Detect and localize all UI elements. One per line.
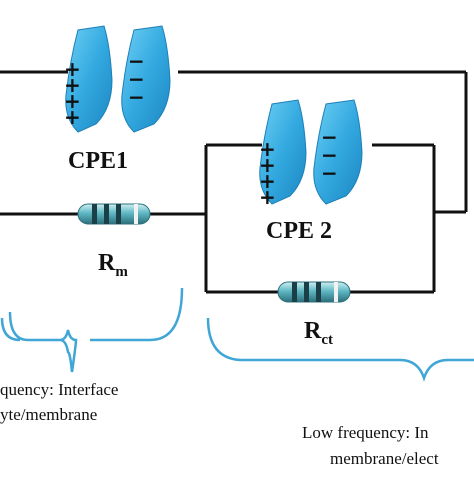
cpe1-minus-1: − xyxy=(128,49,145,73)
cpe2-minus-1: − xyxy=(321,125,338,149)
cpe2-minus-3: − xyxy=(321,161,338,185)
cpe2-capacitor: + + + + − − − CPE 2 xyxy=(259,99,363,244)
cpe2-left-plate xyxy=(259,99,307,205)
rct-band-4 xyxy=(334,282,338,302)
cpe1-capacitor: + + + + − − − CPE1 xyxy=(64,25,171,174)
wires xyxy=(0,70,468,294)
rct-label: Rct xyxy=(304,318,333,348)
rct-body xyxy=(277,281,351,303)
left-brace-arm xyxy=(90,287,184,342)
cpe1-minus-signs: − − − xyxy=(128,49,145,109)
rm-body xyxy=(77,203,151,225)
cpe1-plus-2: + xyxy=(64,73,81,97)
rct-label-sub: ct xyxy=(321,332,333,348)
cpe2-right-plate xyxy=(313,99,363,205)
left-annotation-line2: yte/membrane xyxy=(0,405,97,424)
rm-label-main: R xyxy=(98,250,116,276)
rm-band-1 xyxy=(92,204,97,224)
cpe1-right-plate xyxy=(121,25,171,133)
rm-band-4 xyxy=(134,204,138,224)
cpe1-plus-signs: + + + + xyxy=(64,57,81,129)
rct-band-1 xyxy=(292,282,297,302)
cpe1-minus-2: − xyxy=(128,67,145,91)
cpe2-plus-signs: + + + + xyxy=(259,137,276,209)
cpe2-label: CPE 2 xyxy=(266,218,332,244)
cpe2-plus-1: + xyxy=(259,137,276,161)
cpe2-plus-4: + xyxy=(259,185,276,209)
right-brace xyxy=(206,317,474,382)
cpe2-minus-2: − xyxy=(321,143,338,167)
rm-resistor: Rm xyxy=(77,203,151,280)
cpe1-label: CPE1 xyxy=(68,148,128,174)
rct-resistor: Rct xyxy=(277,281,351,348)
left-brace-tip xyxy=(0,317,21,342)
rct-band-2 xyxy=(304,282,309,302)
rm-label-sub: m xyxy=(115,264,128,280)
cpe1-minus-3: − xyxy=(128,85,145,109)
left-annotation-line1: quency: Interface xyxy=(0,380,118,399)
cpe1-plus-4: + xyxy=(64,105,81,129)
rct-label-main: R xyxy=(304,318,322,344)
cpe1-plus-3: + xyxy=(64,89,81,113)
cpe2-plus-3: + xyxy=(259,169,276,193)
rm-label: Rm xyxy=(98,250,128,280)
cpe1-plus-1: + xyxy=(64,57,81,81)
cpe1-left-plate xyxy=(65,25,113,133)
cpe2-plus-2: + xyxy=(259,153,276,177)
rct-band-3 xyxy=(316,282,321,302)
rm-band-2 xyxy=(104,204,109,224)
right-annotation-line2: membrane/elect xyxy=(330,449,439,468)
cpe2-minus-signs: − − − xyxy=(321,125,338,185)
right-annotation-line1: Low frequency: In xyxy=(302,423,429,442)
rm-band-3 xyxy=(116,204,121,224)
left-brace xyxy=(8,311,78,373)
